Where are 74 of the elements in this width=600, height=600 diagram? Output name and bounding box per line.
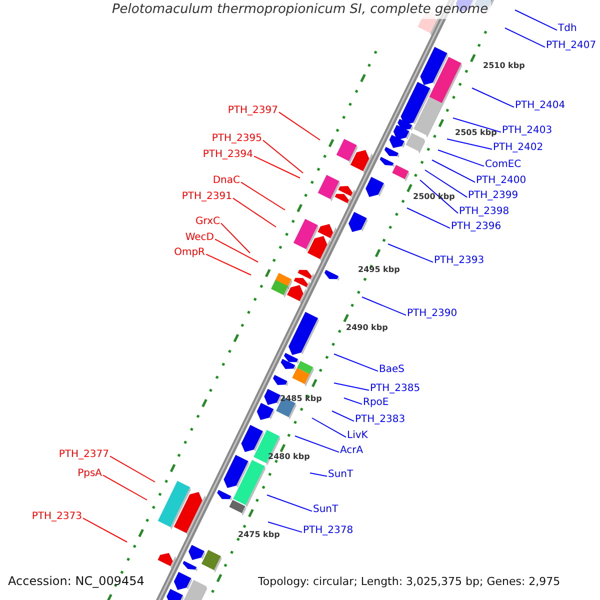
gene-label: PTH_2373 (32, 511, 82, 523)
leader-line (254, 156, 300, 178)
position-label: 2510 kbp (483, 61, 525, 71)
gene-label: PTH_2402 (493, 142, 544, 154)
leader-line (334, 354, 378, 372)
footer-text: Topology: circular; Length: 3,025,375 bp; Genes: 2,975 (258, 574, 560, 590)
position-label: 2490 kbp (346, 323, 388, 333)
position-label: 2485 kbp (280, 394, 322, 404)
leader-line (406, 208, 450, 229)
leader-line (514, 10, 558, 31)
gene-label: PTH_2400 (476, 175, 526, 187)
leader-line (102, 474, 148, 500)
gene-label: PTH_2391 (182, 191, 232, 203)
gene-label: WecD (185, 232, 214, 244)
gene-label: RpoE (363, 397, 389, 409)
gene-label: PTH_2377 (58, 449, 109, 461)
leader-line (332, 410, 354, 422)
gene-label: PpsA (78, 468, 102, 480)
gene-label: PTH_2393 (434, 255, 484, 267)
gene-label: PTH_2399 (468, 190, 518, 202)
gene-label: LivK (347, 430, 368, 442)
leader-line (240, 182, 286, 210)
leader-line (452, 118, 502, 133)
leader-line (334, 382, 370, 391)
gene-label: ComEC (485, 159, 522, 171)
leader-line (312, 418, 346, 438)
leader-line (446, 138, 492, 150)
leader-line (220, 222, 250, 254)
leader-line (472, 88, 514, 108)
position-label: 2505 kbp (455, 128, 497, 138)
gene-label: AcrA (340, 445, 364, 457)
gene-label: PTH_2396 (451, 221, 502, 233)
gene-label: GrxC (196, 216, 220, 228)
gene-label: Tdh (558, 23, 577, 35)
leader-line (362, 296, 406, 316)
leader-line (432, 160, 476, 183)
gene-label: PTH_2378 (303, 525, 354, 537)
leader-line (206, 254, 252, 276)
leader-line (344, 398, 362, 405)
gene-label: PTH_2398 (459, 206, 510, 218)
leader-line (232, 198, 276, 228)
gene-label: PTH_2404 (515, 100, 566, 112)
leader-line (278, 112, 320, 140)
leader-line (268, 522, 302, 533)
gene-label: OmpR (174, 247, 205, 259)
gene-label: SunT (328, 469, 354, 481)
leader-line (266, 494, 312, 512)
gene-label: PTH_2394 (202, 149, 253, 161)
position-label: 2480 kbp (268, 452, 310, 462)
position-label: 2475 kbp (238, 530, 280, 540)
gene-label: SunT (313, 504, 338, 516)
footer-text: Accession: NC_009454 (8, 573, 144, 590)
leader-line (438, 150, 484, 167)
leader-line (82, 518, 128, 542)
gene-label: PTH_2395 (212, 133, 262, 145)
gene-label: DnaC (212, 175, 240, 187)
position-label: 2495 kbp (358, 265, 400, 275)
position-label: 2500 kbp (413, 192, 455, 202)
leader-line (420, 180, 458, 214)
gene-label: BaeS (379, 364, 404, 376)
leader-line (504, 28, 546, 48)
leader-line (294, 436, 340, 453)
leader-line (310, 472, 328, 477)
leader-line (262, 140, 304, 174)
gene-label: PTH_2385 (370, 383, 420, 395)
gene-label: PTH_2383 (355, 414, 406, 426)
gene-label: PTH_2397 (228, 105, 278, 117)
leader-line (110, 456, 156, 482)
leader-line (388, 244, 434, 263)
gene-label: PTH_2407 (546, 40, 596, 52)
gene-label: PTH_2390 (407, 308, 458, 320)
leader-line (424, 170, 468, 198)
leader-line (214, 238, 258, 262)
gene-label: PTH_2403 (502, 125, 552, 137)
